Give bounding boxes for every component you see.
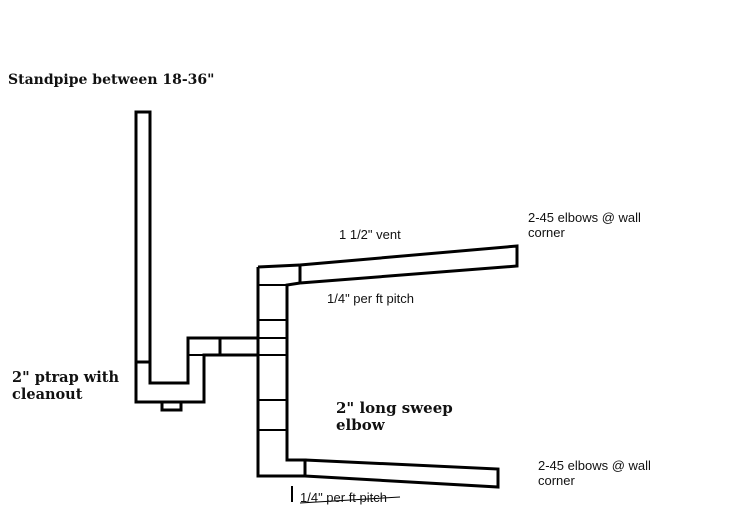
- cleanout-plug: [160, 402, 183, 412]
- ptrap: [134, 336, 222, 404]
- main-stack: [256, 263, 307, 478]
- elbows-bottom-label: 2-45 elbows @ wall corner: [538, 458, 651, 489]
- sweep-line1: 2" long sweep: [336, 399, 453, 417]
- trap-arm: [220, 336, 258, 357]
- elbows-top-label: 2-45 elbows @ wall corner: [528, 210, 641, 241]
- elbows-top-line2: corner: [528, 224, 565, 240]
- vent-pipe: [299, 244, 519, 285]
- elbows-bottom-line2: corner: [538, 472, 575, 488]
- elbows-top-line1: 2-45 elbows @ wall: [528, 210, 641, 225]
- standpipe: [134, 110, 152, 364]
- elbows-bottom-line1: 2-45 elbows @ wall: [538, 458, 651, 473]
- sweep-elbow-label: 2" long sweep elbow: [336, 399, 453, 435]
- sweep-line2: elbow: [336, 416, 385, 435]
- vent-label: 1 1/2" vent: [339, 227, 401, 242]
- drain-pipe: [304, 458, 500, 489]
- standpipe-label: Standpipe between 18-36": [8, 72, 215, 88]
- ptrap-line1: 2" ptrap with: [12, 369, 119, 386]
- ptrap-line2: cleanout: [12, 385, 83, 403]
- pitch-bottom-label: 1/4" per ft pitch: [300, 490, 387, 505]
- ptrap-label: 2" ptrap with cleanout: [12, 369, 119, 403]
- pitch-top-label: 1/4" per ft pitch: [327, 291, 414, 306]
- pitch-underline: [299, 496, 401, 504]
